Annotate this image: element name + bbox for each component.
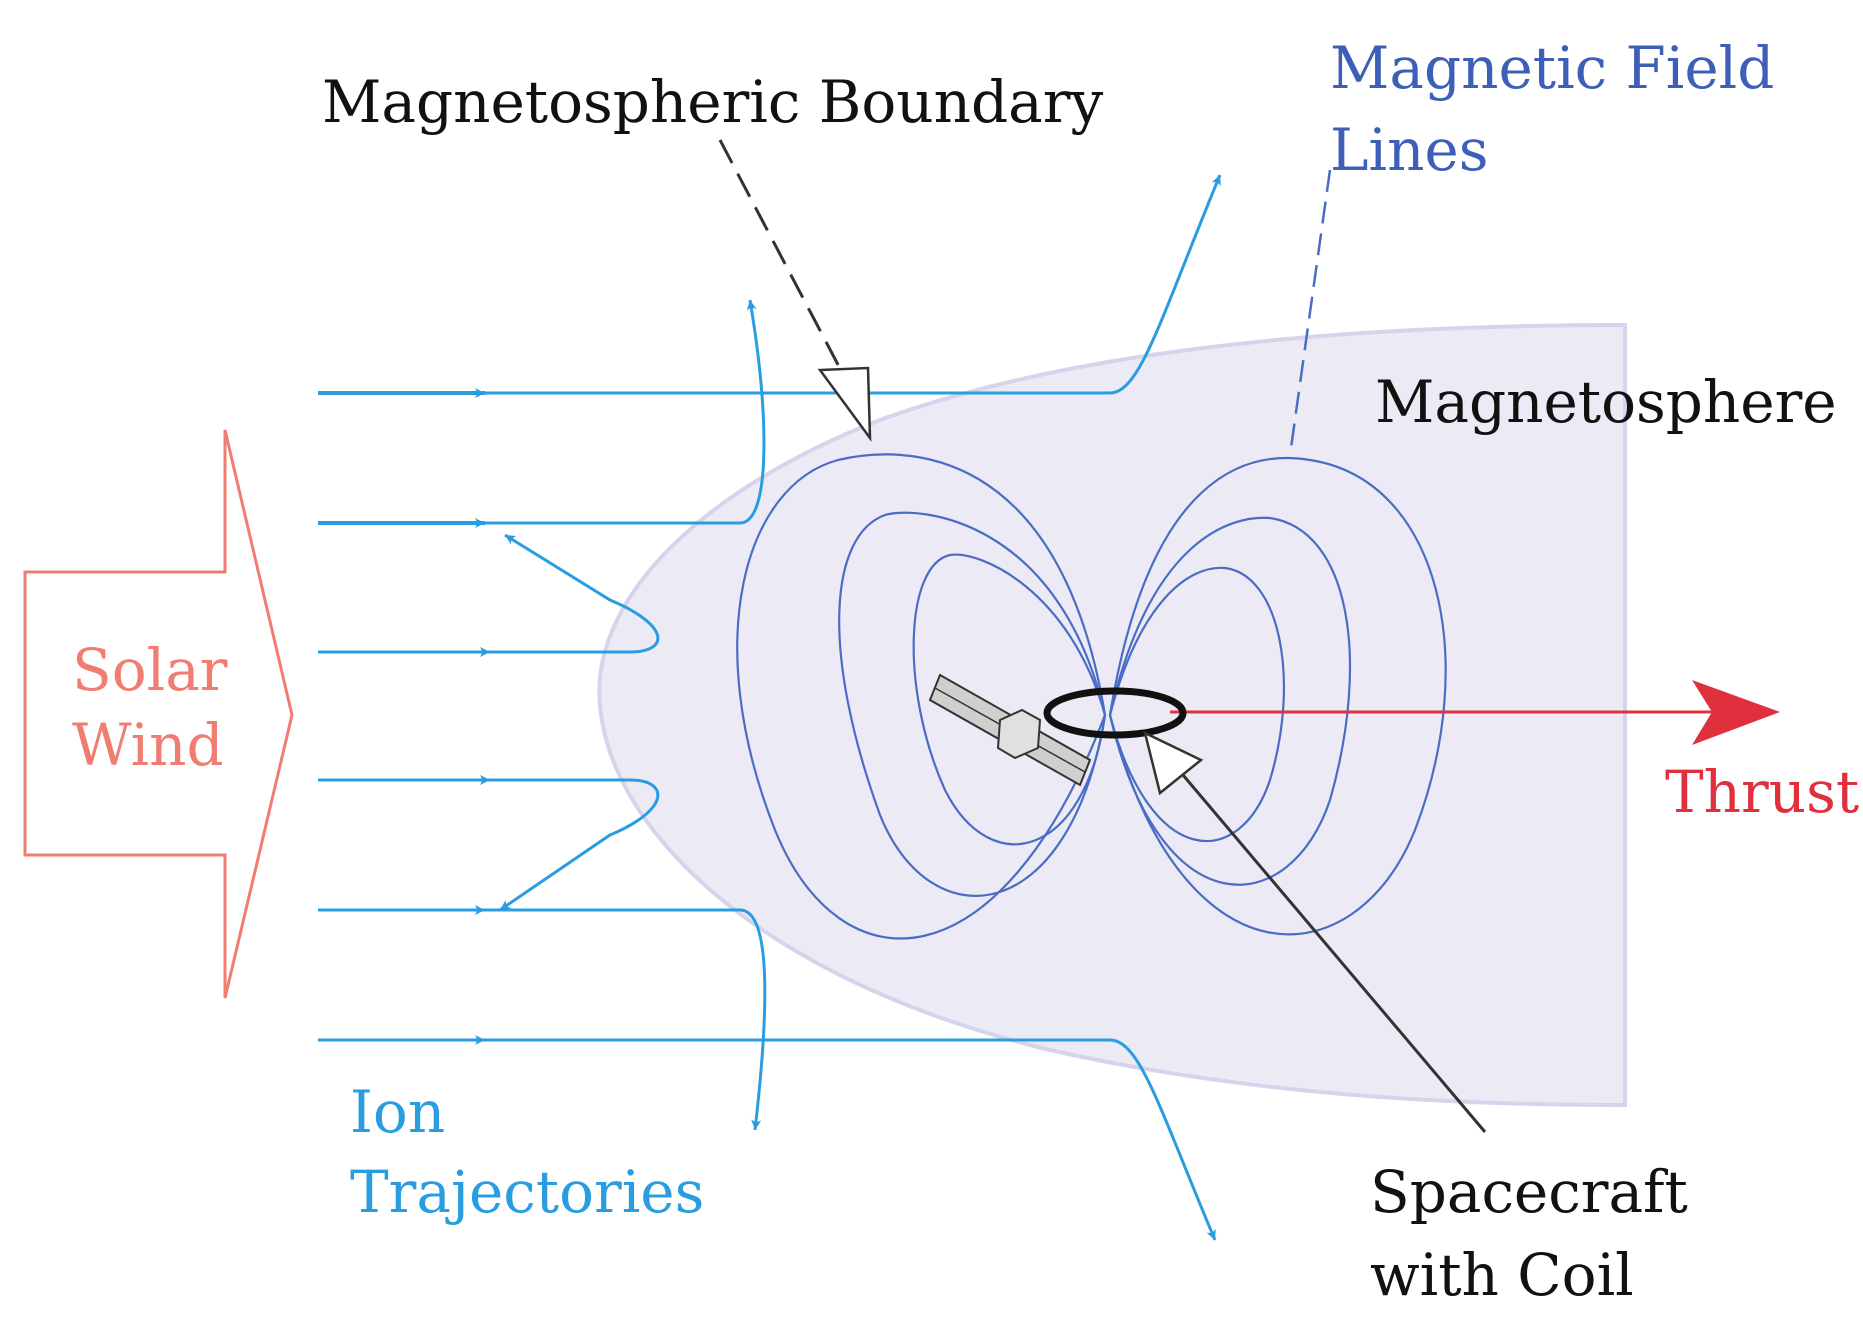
label-magnetic-field-line1: Magnetic Field	[1330, 34, 1774, 102]
ion-row-5-path	[485, 908, 767, 1131]
ion-row-3-path	[490, 533, 660, 654]
spacecraft-pointer	[1143, 730, 1487, 1133]
label-ion-trajectories-line1: Ion	[350, 1078, 445, 1146]
spacecraft-icon	[928, 673, 1187, 787]
label-magnetosphere: Magnetosphere	[1375, 368, 1837, 436]
ion-row-1-path	[485, 174, 1222, 395]
field-line-left-outer	[736, 453, 1107, 940]
label-ion-trajectories-line2: Trajectories	[350, 1158, 704, 1226]
spacecraft-body	[996, 708, 1042, 760]
field-line-left-inner	[912, 553, 1107, 846]
label-solar-wind-line1: Solar	[72, 636, 228, 704]
field-line-left-mid	[838, 511, 1107, 897]
field-line-right-mid	[1108, 516, 1352, 886]
field-line-right-outer	[1108, 457, 1447, 936]
label-magnetospheric-boundary: Magnetospheric Boundary	[322, 68, 1103, 136]
magnetosphere-region	[597, 322, 1627, 1108]
label-solar-wind-line2: Wind	[72, 711, 224, 779]
thrust-arrow	[1170, 680, 1780, 745]
magnetic-field-lines	[736, 453, 1447, 940]
label-spacecraft-line1: Spacecraft	[1370, 1158, 1688, 1226]
field-lines-leader	[1288, 169, 1332, 456]
label-magnetic-field-line2: Lines	[1330, 116, 1489, 184]
ion-row-6-path	[485, 1038, 1217, 1241]
coil-ring	[1043, 687, 1187, 739]
ion-row-2-path	[485, 299, 766, 525]
boundary-pointer	[718, 139, 872, 442]
ion-trajectories	[318, 174, 1222, 1241]
label-spacecraft-line2: with Coil	[1370, 1241, 1634, 1309]
field-line-right-inner	[1108, 566, 1285, 843]
label-thrust: Thrust	[1665, 758, 1859, 826]
solar-wind-arrow	[23, 429, 294, 999]
ion-row-4-path	[490, 778, 660, 912]
